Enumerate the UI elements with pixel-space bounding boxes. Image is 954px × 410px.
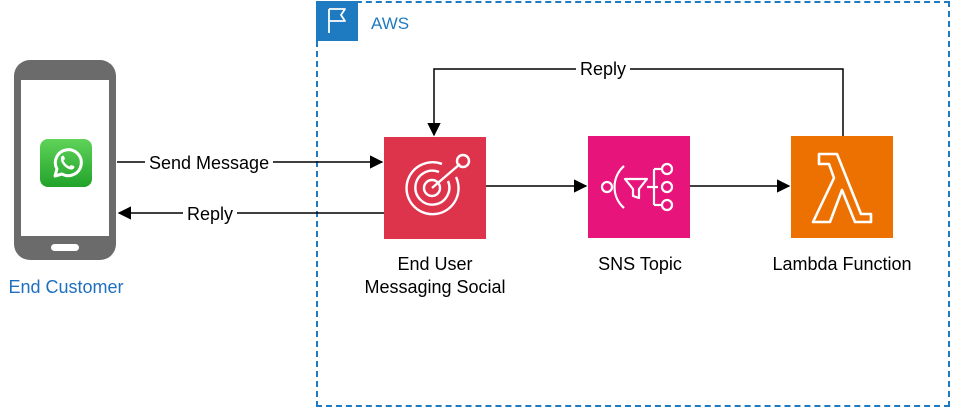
radar-icon — [405, 153, 471, 216]
sns-topic-label: SNS Topic — [598, 254, 682, 274]
flag-icon — [316, 1, 358, 41]
lambda-icon — [811, 152, 873, 224]
reply-from-lambda-label: Reply — [576, 58, 631, 80]
lambda-reply-arrow — [427, 68, 844, 137]
aws-group-boundary — [316, 1, 950, 407]
whatsapp-icon — [40, 139, 92, 187]
eums-label-line1: End User — [397, 254, 473, 274]
eums-label-line2: Messaging Social — [364, 277, 506, 297]
lambda-function-service — [791, 136, 893, 238]
sns-filter-icon — [600, 162, 674, 212]
send-message-label: Send Message — [145, 152, 274, 174]
end-customer-label: End Customer — [8, 277, 124, 297]
aws-group-label: AWS — [371, 14, 410, 33]
end-user-messaging-social-label: End User Messaging Social — [340, 253, 530, 299]
end-user-messaging-social-service — [384, 137, 486, 239]
lambda-function-label: Lambda Function — [772, 254, 912, 274]
reply-to-customer-label: Reply — [183, 203, 238, 225]
sns-topic-service — [588, 136, 690, 238]
